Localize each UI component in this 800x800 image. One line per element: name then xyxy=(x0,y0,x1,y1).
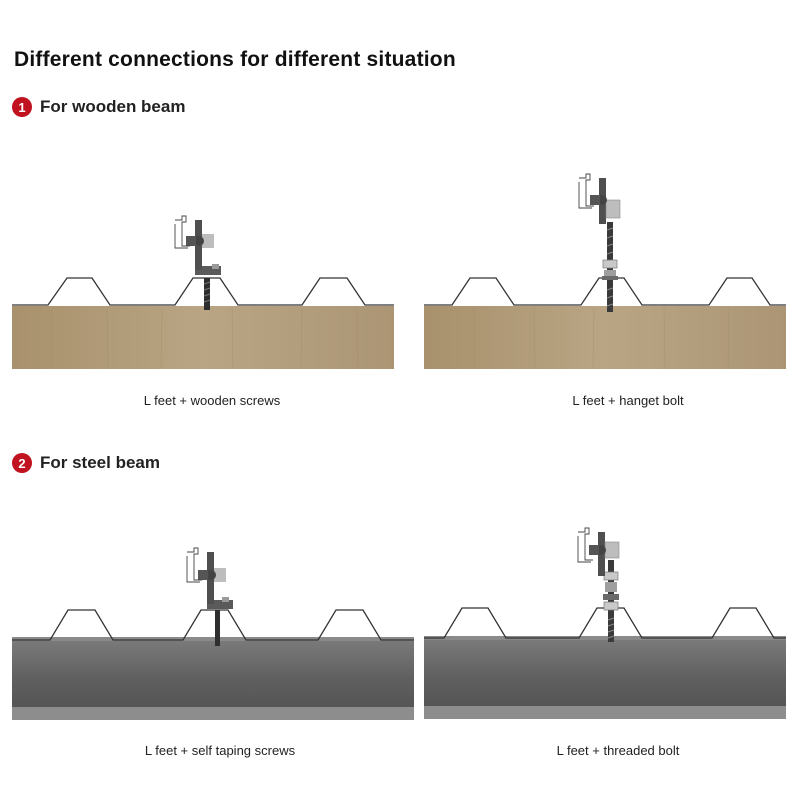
hanger-bolt xyxy=(602,222,618,312)
l-feet-bracket xyxy=(578,173,621,224)
steel-beam-flange xyxy=(424,706,786,719)
diagram-wood-screws xyxy=(12,160,412,380)
steel-screws-illustration xyxy=(12,547,414,720)
l-feet-bracket xyxy=(186,547,233,609)
wood-hanger-bolt-illustration xyxy=(424,173,786,369)
caption-wood-hanger-bolt: L feet + hanget bolt xyxy=(572,393,684,408)
steel-beam xyxy=(424,638,786,706)
trapezoidal-roof-sheet xyxy=(424,607,786,639)
l-feet-bracket xyxy=(577,527,620,576)
trapezoidal-roof-sheet xyxy=(12,277,394,306)
caption-wood-screws: L feet + wooden screws xyxy=(143,393,281,408)
steel-threaded-bolt-illustration xyxy=(424,527,786,719)
section-title: For wooden beam xyxy=(40,97,186,116)
diagram-steel-self-taping-screws xyxy=(12,520,414,740)
steel-beam xyxy=(12,639,414,707)
l-feet-bracket xyxy=(174,215,221,275)
caption-steel-self-taping-screws: L feet + self taping screws xyxy=(144,743,296,758)
steel-beam-flange xyxy=(12,707,414,720)
wooden-beam xyxy=(424,306,786,369)
self-taping-screw xyxy=(215,610,220,646)
wooden-beam xyxy=(12,306,394,369)
wood-screws-illustration xyxy=(12,215,394,369)
diagram-steel-threaded-bolt xyxy=(424,520,800,740)
trapezoidal-roof-sheet xyxy=(12,609,414,641)
section-number-badge: 2 xyxy=(12,453,32,473)
section-title: For steel beam xyxy=(40,453,160,472)
caption-steel-threaded-bolt: L feet + threaded bolt xyxy=(556,743,680,758)
section-number-badge: 1 xyxy=(12,97,32,117)
wooden-screw xyxy=(204,278,210,310)
page-title: Different connections for different situ… xyxy=(14,48,456,71)
diagram-wood-hanger-bolt xyxy=(424,160,800,380)
threaded-bolt xyxy=(603,560,619,642)
trapezoidal-roof-sheet xyxy=(424,277,786,306)
section-header-wooden-beam: 1 For wooden beam xyxy=(12,96,185,118)
section-header-steel-beam: 2 For steel beam xyxy=(12,452,160,474)
